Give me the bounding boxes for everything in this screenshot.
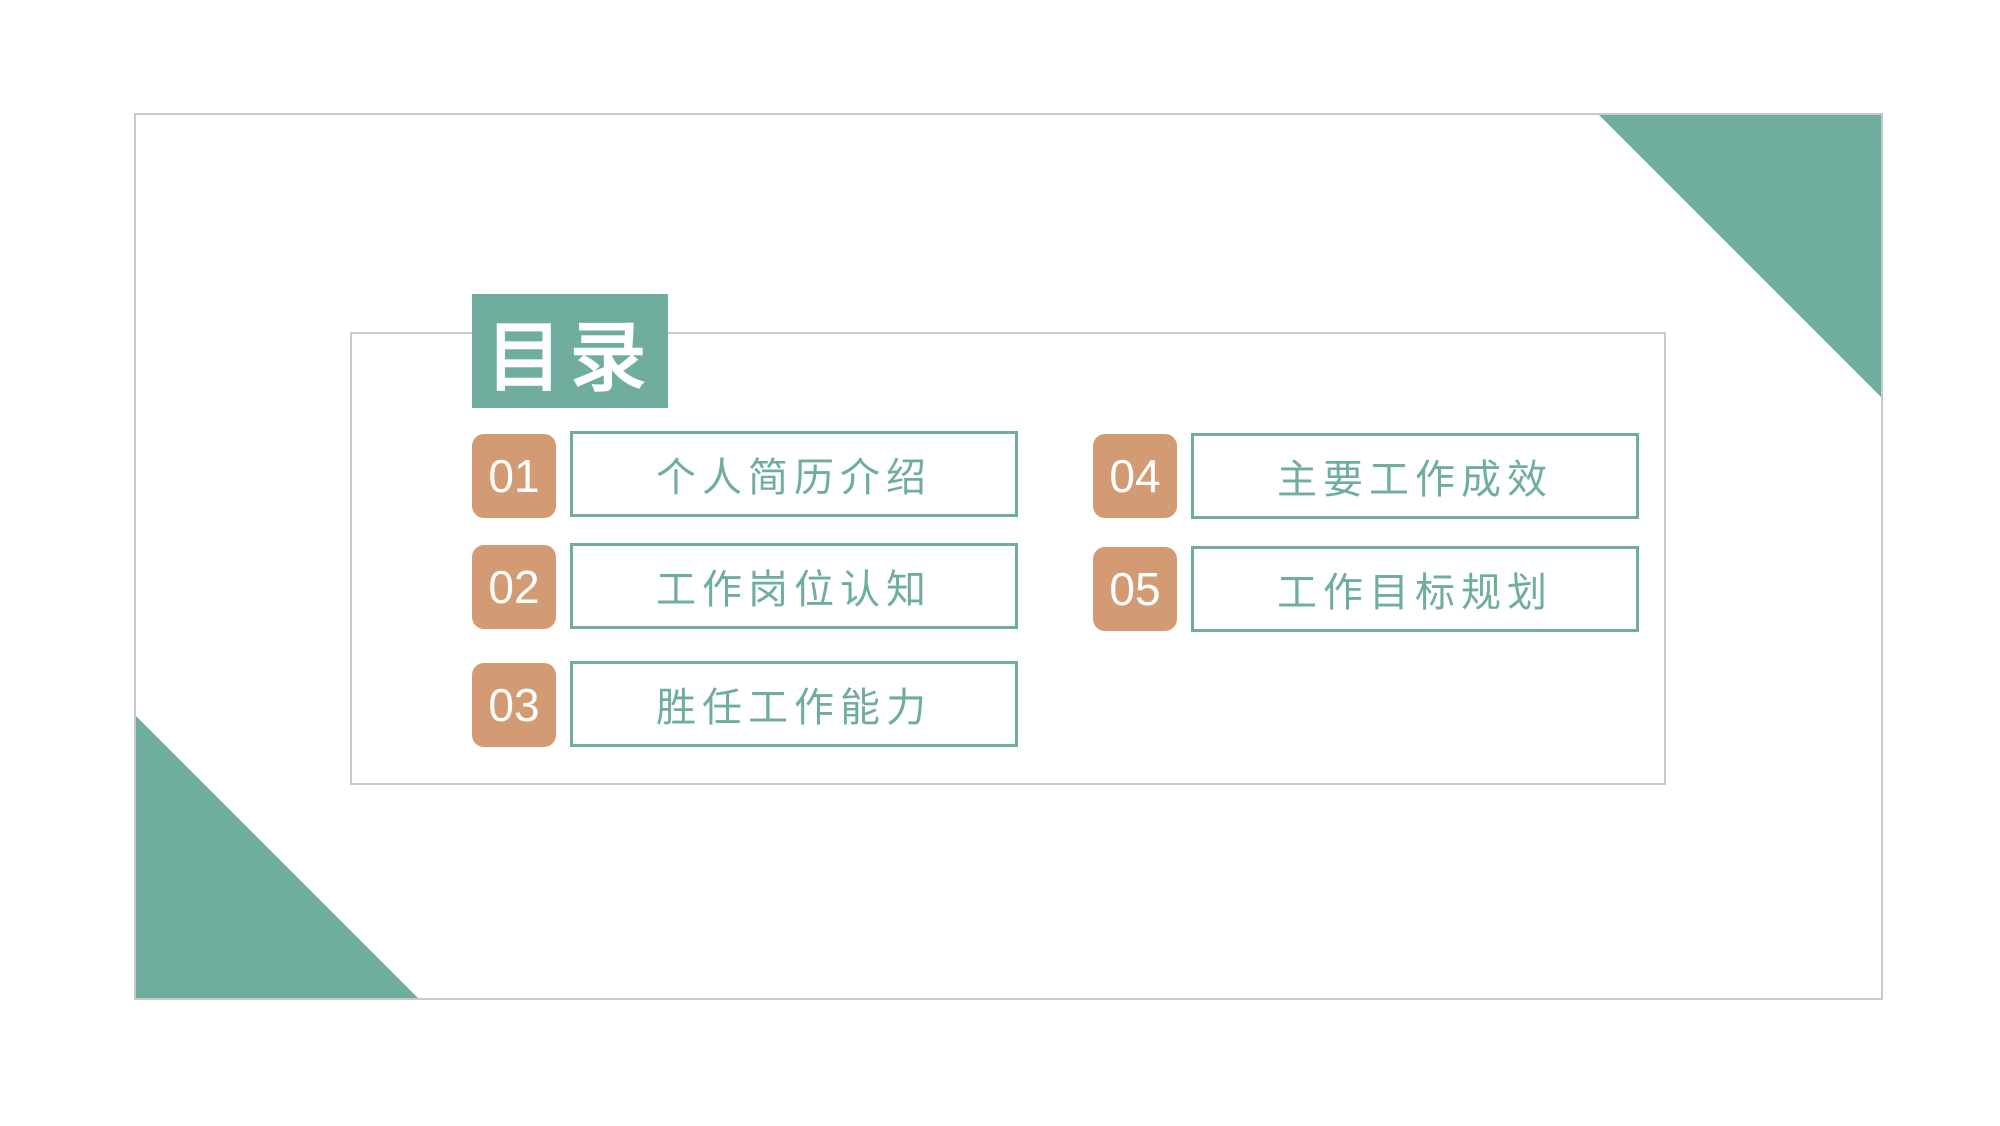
item-number-badge: 02 <box>472 545 556 629</box>
contents-panel <box>350 332 1666 785</box>
item-number-badge: 01 <box>472 434 556 518</box>
item-number-badge: 03 <box>472 663 556 747</box>
item-number-badge: 04 <box>1093 434 1177 518</box>
corner-triangle-bottom-left <box>136 716 418 998</box>
toc-item-personal-resume[interactable]: 个人简历介绍 <box>570 431 1018 517</box>
toc-item-main-achievements[interactable]: 主要工作成效 <box>1191 433 1639 519</box>
page-title: 目录 <box>472 294 668 408</box>
toc-item-work-goals[interactable]: 工作目标规划 <box>1191 546 1639 632</box>
toc-item-work-ability[interactable]: 胜任工作能力 <box>570 661 1018 747</box>
corner-triangle-top-right <box>1599 115 1881 397</box>
toc-item-job-cognition[interactable]: 工作岗位认知 <box>570 543 1018 629</box>
item-number-badge: 05 <box>1093 547 1177 631</box>
